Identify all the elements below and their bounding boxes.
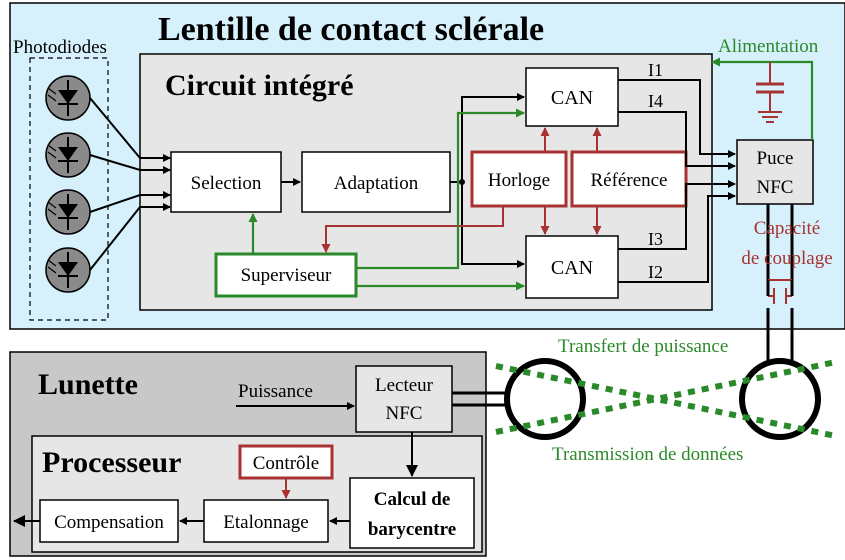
lens-coil-icon: [739, 358, 821, 440]
lens-coil-feed: [766, 358, 794, 363]
glasses-title: Lunette: [38, 368, 138, 401]
reader-line1: Lecteur: [375, 375, 434, 396]
nfc-chip-line1: Puce: [757, 148, 794, 169]
can-top-label: CAN: [551, 87, 593, 109]
lens-title: Lentille de contact sclérale: [158, 11, 544, 48]
reader-coil-icon: [504, 358, 586, 440]
can-top-block: [525, 67, 619, 127]
capacite-line1: Capacité: [754, 218, 820, 239]
superviseur-block: [214, 252, 358, 298]
nfc-reader-block: [355, 365, 453, 433]
supervisor-arrows: [248, 108, 525, 291]
reader-line2: NFC: [386, 403, 423, 424]
photodiode-3: [45, 189, 91, 235]
photodiode-1: [45, 75, 91, 121]
can-bottom-label: CAN: [551, 257, 593, 279]
puissance-label: Puissance: [238, 381, 313, 402]
photodiodes-label: Photodiodes: [13, 37, 107, 58]
label-i1: I1: [648, 60, 663, 80]
nfc-chip-block: [736, 139, 814, 205]
alimentation-label: Alimentation: [718, 36, 819, 57]
can-bottom-block: [525, 235, 619, 299]
reader-coil-feed: [452, 391, 506, 407]
nfc-chip-line2: NFC: [757, 177, 794, 198]
photodiodes-group: [29, 57, 109, 321]
barycentre-block: [349, 477, 475, 549]
clock-reference-arrows: [321, 127, 602, 253]
barycentre-line2: barycentre: [368, 519, 456, 540]
circuit-title: Circuit intégré: [165, 69, 354, 102]
barycentre-line1: Calcul de: [374, 489, 451, 510]
controle-block: [238, 444, 334, 480]
transmission-label: Transmission de données: [552, 444, 743, 465]
label-i2: I2: [648, 262, 663, 282]
controle-label: Contrôle: [253, 453, 320, 474]
horloge-block: [470, 150, 568, 208]
adaptation-to-can-wires: [450, 93, 525, 268]
capacite-line2: de couplage: [741, 248, 832, 269]
antenna-feed-lines: [764, 204, 796, 358]
processor-title: Processeur: [42, 446, 181, 479]
can-output-wires: [618, 79, 736, 283]
field-lines: [495, 359, 837, 439]
compensation-label: Compensation: [54, 512, 164, 533]
alimentation-arrow: [711, 57, 814, 140]
photodiode-2: [45, 132, 91, 178]
label-i4: I4: [648, 91, 663, 111]
selection-label: Selection: [191, 173, 262, 194]
etalonnage-block: [203, 499, 329, 543]
superviseur-label: Superviseur: [241, 265, 332, 286]
adaptation-label: Adaptation: [334, 173, 419, 194]
photodiode-wires: [89, 97, 171, 271]
horloge-label: Horloge: [488, 170, 550, 191]
photodiode-4: [45, 247, 91, 293]
selection-block: [170, 151, 282, 213]
transfert-label: Transfert de puissance: [558, 336, 728, 357]
etalonnage-label: Etalonnage: [223, 512, 308, 533]
reference-label: Référence: [591, 170, 668, 191]
reference-block: [570, 150, 688, 208]
capacitor-ground-icon: [756, 62, 784, 123]
label-i3: I3: [648, 229, 663, 249]
